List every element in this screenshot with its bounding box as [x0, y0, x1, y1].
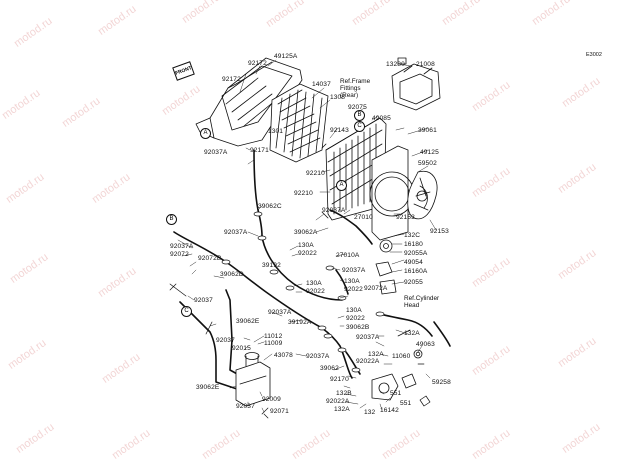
note-cylinder-head: Ref.Cylinder Head: [404, 295, 440, 310]
part-label: 92055: [404, 279, 423, 286]
part-label: 92072B: [198, 255, 222, 262]
part-label: 130A: [344, 278, 360, 285]
radiator-screen: [269, 83, 329, 163]
callout-b: B: [166, 214, 177, 225]
part-label: 132: [364, 409, 376, 416]
callout-c: C: [354, 121, 365, 132]
part-label: 49063: [416, 341, 435, 348]
part-label: 16142: [380, 407, 399, 414]
part-label: 92153: [430, 228, 449, 235]
part-label: 130A: [346, 307, 362, 314]
part-label: 92015: [232, 345, 251, 352]
part-label: 92172: [222, 76, 241, 83]
part-label: 92037: [194, 297, 213, 304]
part-label: 92022: [344, 286, 363, 293]
part-label: 130A: [306, 280, 322, 287]
part-label: 92143: [330, 127, 349, 134]
part-label: 39192: [262, 262, 281, 269]
part-label: 92075: [348, 104, 367, 111]
part-label: 92210: [294, 190, 313, 197]
hose-clamps: [221, 211, 385, 373]
part-label: 43078: [274, 352, 293, 359]
part-label: 49085: [372, 115, 391, 122]
part-label: 92009: [262, 396, 281, 403]
reservoir-bracket: [391, 57, 441, 111]
part-label: 92171: [250, 147, 269, 154]
callout-a: A: [336, 180, 347, 191]
part-label: 1301: [268, 128, 284, 135]
part-label: 39061: [418, 127, 437, 134]
part-label: 132A: [368, 351, 384, 358]
part-label: 59258: [432, 379, 451, 386]
part-label: 21008: [416, 61, 435, 68]
part-label: 92037: [216, 337, 235, 344]
part-label: 49125A: [274, 53, 298, 60]
part-label: 39062A: [294, 229, 318, 236]
part-label: 130A: [298, 242, 314, 249]
part-label: 49125: [420, 149, 439, 156]
part-label: 92037A: [342, 267, 366, 274]
part-label: 92072A: [364, 285, 388, 292]
part-label: 39062B: [346, 324, 370, 331]
part-label: 11060: [392, 353, 411, 360]
part-label: 14037: [312, 81, 331, 88]
part-label: 39192A: [288, 319, 312, 326]
part-label: 92072: [170, 251, 189, 258]
part-label: 16160A: [404, 268, 428, 275]
part-label: 92037A: [170, 243, 194, 250]
part-label: 92037: [236, 403, 255, 410]
note-frame-fittings: Ref.Frame Fittings (Rear): [340, 78, 371, 100]
part-label: 92037A: [306, 353, 330, 360]
part-label: 92170: [330, 376, 349, 383]
bolts: [169, 283, 431, 419]
part-label: 92037A: [322, 207, 346, 214]
part-label: 11009: [264, 340, 283, 347]
part-label: 92022A: [326, 398, 350, 405]
part-label: 92022A: [356, 358, 380, 365]
leader-lines: [177, 59, 437, 413]
part-label: 27010A: [336, 252, 360, 259]
fan-shroud: [369, 145, 415, 241]
part-label: 132B: [336, 390, 352, 397]
part-label: 27010: [354, 214, 373, 221]
part-label: 39062D: [220, 271, 244, 278]
diagram-code: E3002: [586, 52, 602, 58]
part-label: 1308: [330, 94, 346, 101]
thermostat-housing: [371, 239, 423, 401]
part-label: 92037A: [356, 334, 380, 341]
part-label: 13280: [386, 61, 405, 68]
part-label: 92153: [396, 214, 415, 221]
part-label: 551: [390, 390, 402, 397]
part-label: 92210: [306, 170, 325, 177]
part-label: 16180: [404, 241, 423, 248]
callout-c: C: [181, 306, 192, 317]
part-label: 11012: [264, 333, 283, 340]
cooling-fan: [407, 170, 438, 220]
part-label: 92037A: [268, 309, 292, 316]
callout-b: B: [354, 110, 365, 121]
part-label: 551: [400, 400, 412, 407]
part-label: 92071: [270, 408, 289, 415]
radiator-core: [321, 117, 387, 221]
part-label: 92055A: [404, 250, 428, 257]
part-label: 39062E: [236, 318, 260, 325]
part-label: 92022: [298, 250, 317, 257]
part-label: 92037A: [204, 149, 228, 156]
part-label: 132A: [404, 330, 420, 337]
part-label: 39062E: [196, 384, 220, 391]
part-label: 92022: [306, 288, 325, 295]
part-label: 49054: [404, 259, 423, 266]
callout-a: A: [200, 128, 211, 139]
part-label: 39062: [320, 365, 339, 372]
part-label: 132A: [334, 406, 350, 413]
part-label: 92172: [248, 60, 267, 67]
part-label: 132C: [404, 232, 421, 239]
part-label: 59502: [418, 160, 437, 167]
part-label: 92037A: [224, 229, 248, 236]
part-label: 92022: [346, 315, 365, 322]
part-label: 39062C: [258, 203, 282, 210]
